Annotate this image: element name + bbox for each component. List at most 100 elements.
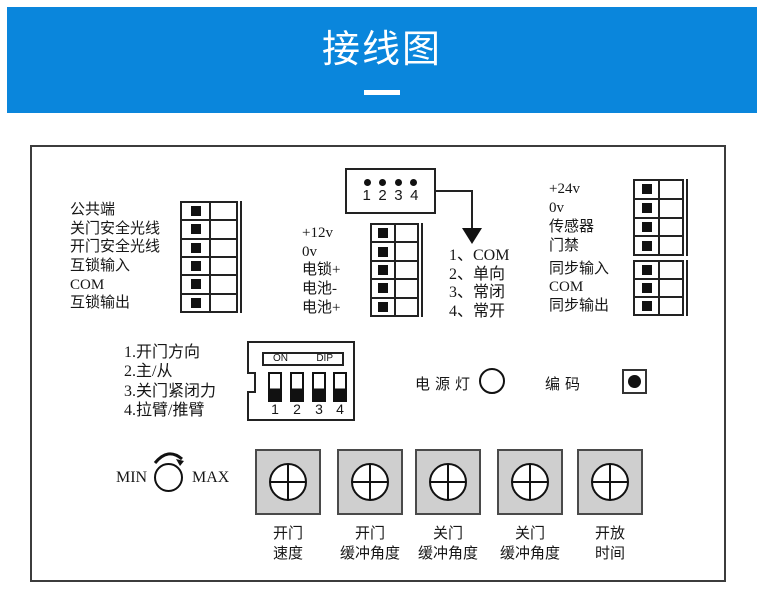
potentiometer bbox=[497, 449, 563, 515]
list-item: 3、常闭 bbox=[449, 284, 506, 301]
terminal-row bbox=[372, 225, 417, 244]
dip-switch-number: 3 bbox=[315, 401, 323, 417]
power-light-label: 电源灯 bbox=[415, 377, 476, 393]
terminal-pin-square bbox=[190, 206, 201, 217]
terminal-row bbox=[635, 262, 682, 280]
dip-switch-number: 2 bbox=[293, 401, 301, 417]
terminal-label: 电池+ bbox=[302, 299, 341, 316]
terminal-pin-square bbox=[378, 301, 389, 312]
power-terminal-labels: +12v 0v 电锁+ 电池- 电池+ bbox=[302, 224, 340, 317]
terminal-label: 互锁输入 bbox=[70, 257, 131, 274]
terminal-row bbox=[182, 203, 236, 222]
pot-screw-icon bbox=[591, 463, 629, 501]
terminal-row bbox=[635, 280, 682, 298]
terminal-label: 公共端 bbox=[70, 202, 116, 218]
max-label: MAX bbox=[192, 469, 230, 486]
terminal-label: 传感器 bbox=[549, 219, 595, 235]
terminal-pin-square bbox=[190, 242, 201, 253]
terminal-pin-square bbox=[190, 261, 201, 272]
pot-screw-icon bbox=[269, 463, 307, 501]
page-title: 接线图 bbox=[321, 29, 442, 71]
right-terminal-block-top bbox=[633, 179, 688, 256]
dip-switch-1 bbox=[268, 372, 282, 402]
terminal-row bbox=[635, 298, 682, 314]
dip-switch-number: 1 bbox=[271, 401, 279, 417]
list-item: 4.拉臂/推臂 bbox=[124, 401, 205, 419]
terminal-row bbox=[372, 280, 417, 299]
pot-screw-icon bbox=[511, 463, 549, 501]
min-label: MIN bbox=[116, 469, 148, 486]
code-button bbox=[622, 369, 647, 394]
terminal-label: 电锁+ bbox=[302, 262, 341, 279]
pin-number: 1 bbox=[362, 187, 371, 204]
control-board: 公共端 关门安全光线 开门安全光线 互锁输入 COM 互锁输出 bbox=[30, 145, 726, 582]
dip-function-list: 1.开门方向 2.主/从 3.关门紧闭力 4.拉臂/推臂 bbox=[124, 343, 216, 420]
pot-label: 关门 缓冲角度 bbox=[417, 526, 478, 562]
pin-numbers: 1 2 3 4 bbox=[355, 187, 426, 204]
terminal-pin-square bbox=[641, 265, 652, 275]
terminal-pin-square bbox=[641, 184, 652, 195]
terminal-label: 互锁输出 bbox=[70, 295, 131, 312]
terminal-label: 同步输入 bbox=[549, 261, 610, 277]
title-underline bbox=[364, 90, 400, 95]
pot-label: 开门 缓冲角度 bbox=[339, 526, 400, 562]
panel-notch bbox=[247, 372, 256, 393]
terminal-label: 0v bbox=[549, 200, 564, 216]
terminal-row bbox=[635, 181, 682, 200]
terminal-label: 开门安全光线 bbox=[70, 239, 161, 256]
terminal-label: 关门安全光线 bbox=[70, 220, 161, 237]
terminal-row bbox=[372, 243, 417, 262]
code-label: 编码 bbox=[545, 377, 586, 393]
dip-switch-number: 4 bbox=[336, 401, 344, 417]
arrow-line-vertical bbox=[471, 190, 473, 228]
terminal-label: COM bbox=[549, 279, 584, 296]
dip-switch-panel: ON DIP 1 2 3 4 bbox=[247, 341, 355, 421]
pot-label: 开放 时间 bbox=[594, 526, 625, 562]
terminal-row bbox=[182, 221, 236, 240]
terminal-row bbox=[372, 261, 417, 281]
terminal-label: +12v bbox=[302, 225, 333, 241]
code-button-dot bbox=[628, 375, 641, 388]
list-item: 4、常开 bbox=[449, 302, 506, 320]
pin-number: 2 bbox=[378, 187, 387, 204]
list-item: 1、COM bbox=[449, 247, 510, 264]
dip-switch-3 bbox=[312, 372, 326, 402]
arrow-down-icon bbox=[462, 228, 482, 244]
terminal-pin-square bbox=[378, 283, 389, 294]
pin-dots bbox=[355, 179, 426, 186]
right-terminal-labels-top: +24v 0v 传感器 门禁 bbox=[549, 180, 594, 256]
right-terminal-labels-bottom: 同步输入 COM 同步输出 bbox=[549, 260, 609, 315]
adjust-knob bbox=[154, 463, 183, 492]
pin-dot bbox=[394, 179, 402, 186]
terminal-row bbox=[182, 294, 236, 311]
terminal-row bbox=[182, 257, 236, 277]
terminal-label: COM bbox=[70, 276, 105, 293]
pin-dot bbox=[379, 179, 387, 186]
power-terminal-block bbox=[370, 223, 423, 317]
terminal-row bbox=[635, 237, 682, 254]
terminal-row bbox=[182, 239, 236, 258]
on-label: ON bbox=[273, 353, 288, 364]
potentiometer bbox=[337, 449, 403, 515]
power-light-indicator bbox=[479, 368, 505, 394]
list-item: 2、单向 bbox=[449, 265, 506, 283]
terminal-pin-square bbox=[190, 224, 201, 235]
top-connector: 1 2 3 4 bbox=[345, 168, 436, 214]
left-terminal-block bbox=[180, 201, 242, 313]
pot-label: 关门 缓冲角度 bbox=[499, 526, 560, 562]
terminal-row bbox=[182, 276, 236, 295]
terminal-pin-square bbox=[378, 265, 389, 276]
rotate-arrow-icon bbox=[153, 452, 184, 466]
dip-label: DIP bbox=[316, 353, 333, 364]
terminal-pin-square bbox=[190, 297, 201, 308]
pin-number: 4 bbox=[410, 187, 419, 204]
terminal-label: +24v bbox=[549, 181, 580, 197]
terminal-pin-square bbox=[641, 203, 652, 214]
dip-switch-4 bbox=[333, 372, 347, 402]
terminal-pin-square bbox=[641, 221, 652, 232]
on-dip-legend: ON DIP bbox=[262, 352, 344, 366]
relay-function-list: 1、COM 2、单向 3、常闭 4、常开 bbox=[449, 247, 509, 321]
potentiometer bbox=[415, 449, 481, 515]
left-terminal-labels: 公共端 关门安全光线 开门安全光线 互锁输入 COM 互锁输出 bbox=[70, 201, 160, 313]
